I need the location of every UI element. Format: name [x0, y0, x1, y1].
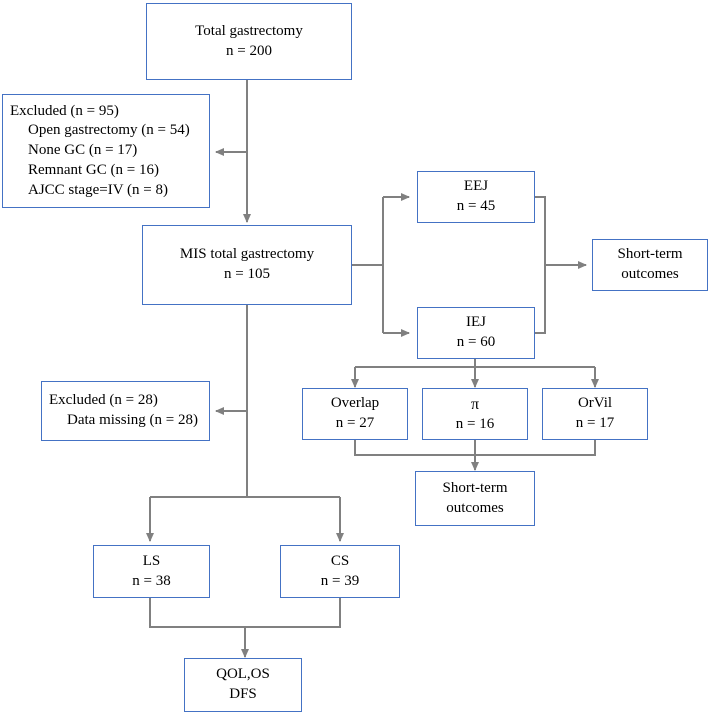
node-total-gastrectomy-count: n = 200 [226, 42, 272, 59]
node-pi-label: π [470, 395, 480, 413]
node-eej[interactable]: EEJ n = 45 [417, 171, 535, 223]
excluded-28-reason-0: Data missing (n = 28) [67, 412, 198, 428]
node-overlap[interactable]: Overlap n = 27 [302, 388, 408, 440]
excluded-28-header: Excluded (n = 28) [49, 392, 158, 409]
node-ls-count: n = 38 [132, 572, 171, 589]
node-cs-label: CS [330, 552, 350, 569]
node-iej-label: IEJ [466, 314, 486, 331]
node-overlap-count: n = 27 [335, 415, 375, 431]
connector-lscs-merge [149, 598, 341, 628]
node-endpoints-line1: QOL,OS [216, 666, 270, 683]
node-total-gastrectomy[interactable]: Total gastrectomy n = 200 [146, 3, 352, 80]
node-orvil-count: n = 17 [575, 415, 615, 431]
short-term-outcomes-right-line2: outcomes [621, 266, 679, 282]
node-orvil-label: OrVil [577, 395, 613, 412]
node-mis-label: MIS total gastrectomy [179, 246, 315, 263]
node-pi-count: n = 16 [455, 415, 495, 432]
excluded-95-header: Excluded (n = 95) [10, 102, 119, 119]
node-orvil[interactable]: OrVil n = 17 [542, 388, 648, 440]
excluded-95-reason-0: Open gastrectomy (n = 54) [28, 122, 190, 139]
excluded-95-reason-1: None GC (n = 17) [28, 142, 138, 159]
node-short-term-outcomes-right[interactable]: Short-term outcomes [592, 239, 708, 291]
node-excluded-95[interactable]: Excluded (n = 95) Open gastrectomy (n = … [2, 94, 210, 208]
connector-eej-merge [535, 196, 546, 334]
node-mis-count: n = 105 [224, 266, 270, 282]
node-short-term-outcomes-center[interactable]: Short-term outcomes [415, 471, 535, 526]
node-mis-total-gastrectomy[interactable]: MIS total gastrectomy n = 105 [142, 225, 352, 305]
node-iej[interactable]: IEJ n = 60 [417, 307, 535, 359]
node-ls-label: LS [142, 552, 161, 569]
node-eej-label: EEJ [463, 178, 489, 195]
excluded-95-reason-2: Remnant GC (n = 16) [28, 161, 159, 178]
node-iej-count: n = 60 [456, 334, 496, 350]
connector-techniques-merge [354, 440, 596, 456]
node-overlap-label: Overlap [330, 395, 380, 412]
node-pi[interactable]: π n = 16 [422, 388, 528, 440]
node-endpoints[interactable]: QOL,OS DFS [184, 658, 302, 712]
short-term-outcomes-right-line1: Short-term [617, 246, 683, 263]
node-total-gastrectomy-label: Total gastrectomy [195, 22, 303, 39]
node-cs-count: n = 39 [320, 572, 360, 589]
short-term-outcomes-center-line2: outcomes [446, 499, 504, 516]
node-excluded-28[interactable]: Excluded (n = 28) Data missing (n = 28) [41, 381, 210, 441]
node-endpoints-line2: DFS [229, 686, 257, 702]
node-eej-count: n = 45 [456, 198, 496, 214]
short-term-outcomes-center-line1: Short-term [442, 479, 508, 496]
node-cs[interactable]: CS n = 39 [280, 545, 400, 598]
node-ls[interactable]: LS n = 38 [93, 545, 210, 598]
excluded-95-reason-3: AJCC stage=IV (n = 8) [28, 181, 168, 198]
